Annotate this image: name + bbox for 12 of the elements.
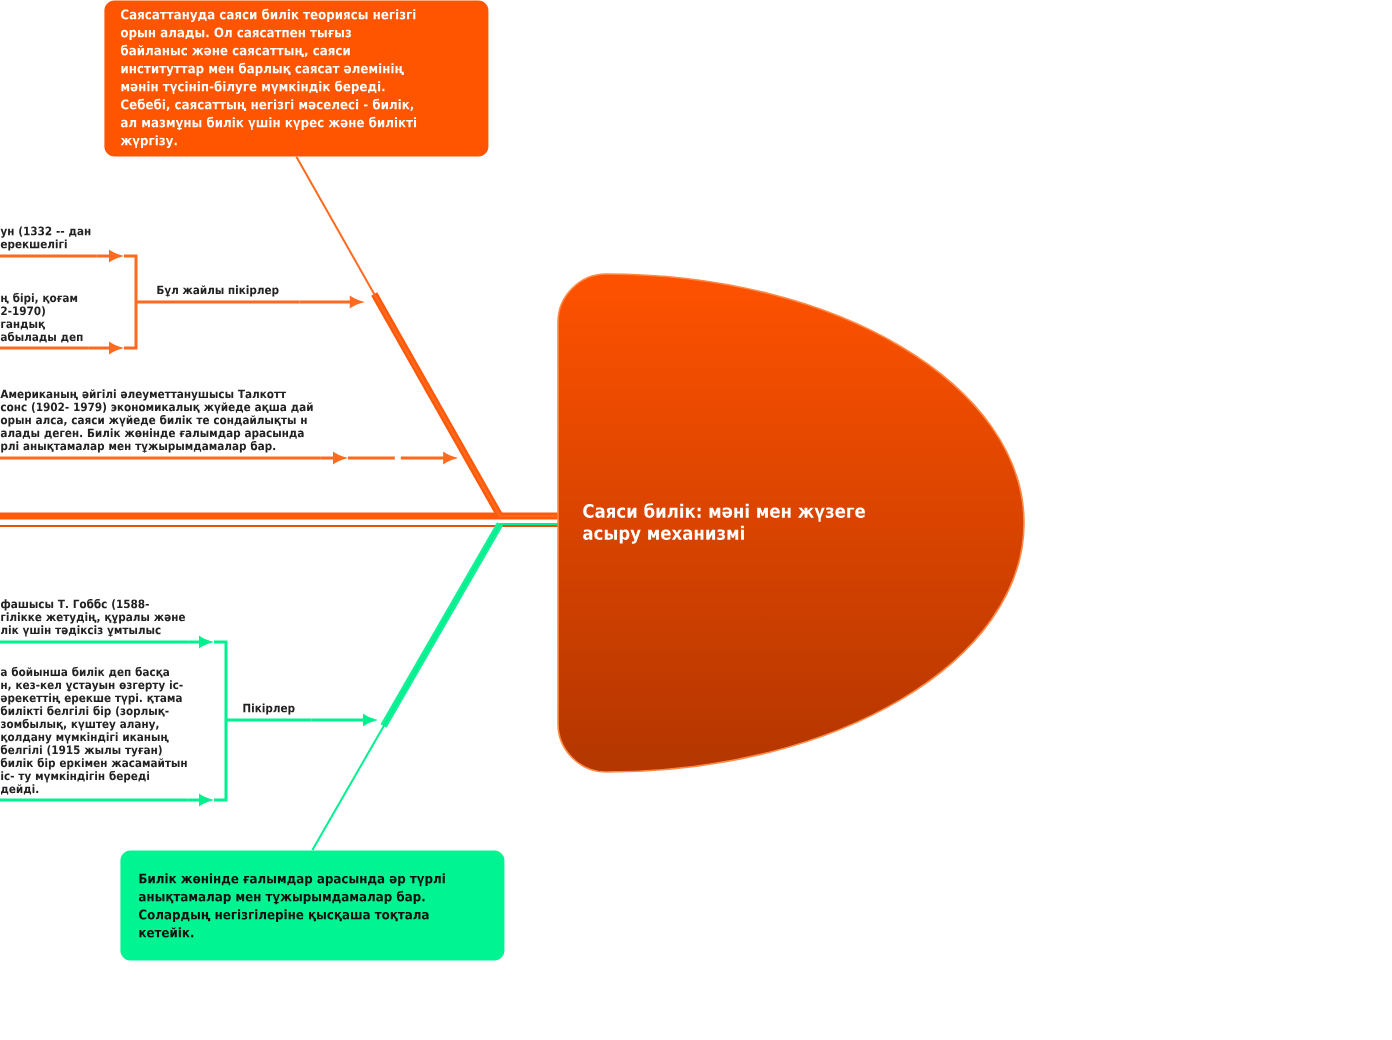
connector bbox=[320, 452, 345, 464]
connector bbox=[311, 523, 559, 851]
connector bbox=[295, 155, 559, 517]
connector bbox=[188, 636, 211, 648]
connector bbox=[311, 714, 375, 726]
connector bbox=[299, 296, 361, 308]
connector bbox=[400, 452, 455, 464]
connector bbox=[88, 342, 121, 354]
line-segment bbox=[348, 456, 395, 460]
central-topic: Саяси билік: мәні мен жүзеге асыру механизмі bbox=[557, 273, 1025, 773]
connector bbox=[188, 794, 211, 806]
connector bbox=[96, 250, 121, 262]
